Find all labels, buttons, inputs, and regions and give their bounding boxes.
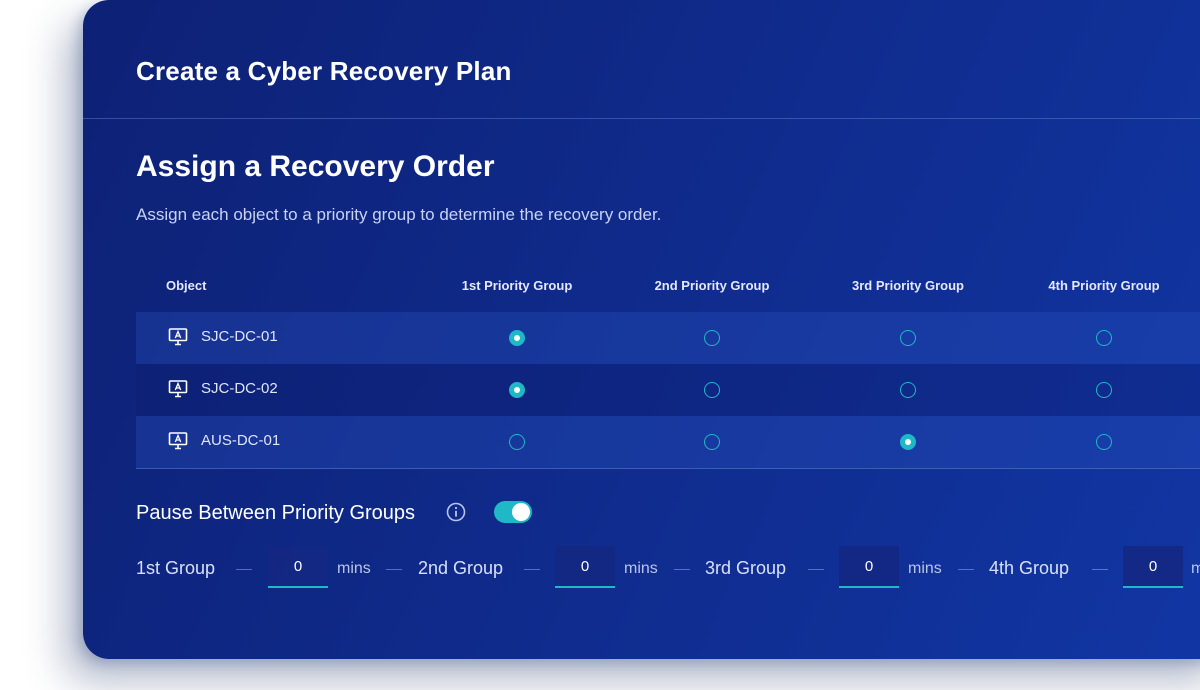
priority-radio-4[interactable]	[1096, 330, 1112, 346]
recovery-plan-card: Create a Cyber Recovery Plan Assign a Re…	[83, 0, 1200, 659]
divider-dash	[524, 569, 540, 570]
monitor-icon	[168, 432, 188, 450]
divider-dash	[674, 569, 690, 570]
toggle-knob	[512, 503, 530, 521]
header-priority-4: 4th Priority Group	[1048, 278, 1160, 293]
object-name: SJC-DC-02	[201, 380, 278, 397]
header-divider	[83, 118, 1200, 119]
monitor-icon	[168, 380, 188, 398]
priority-radio-3[interactable]	[900, 382, 916, 398]
priority-radio-2[interactable]	[704, 434, 720, 450]
table-row: SJC-DC-02	[136, 364, 1200, 416]
group-label-3: 3rd Group	[705, 558, 787, 578]
monitor-icon	[168, 328, 188, 346]
object-name: SJC-DC-01	[201, 328, 278, 345]
divider-dash	[236, 569, 252, 570]
priority-radio-3[interactable]	[900, 434, 916, 450]
table-row: SJC-DC-01	[136, 312, 1200, 364]
unit-label: mins	[337, 560, 371, 577]
group-1-pause-input[interactable]: 0	[268, 546, 328, 588]
header-priority-2: 2nd Priority Group	[654, 278, 770, 293]
header-priority-3: 3rd Priority Group	[852, 278, 964, 293]
header-priority-1: 1st Priority Group	[461, 278, 573, 293]
group-pause-inputs: 1st Group 0 mins 2nd Group 0 mins 3rd Gr…	[136, 546, 1200, 590]
header-object: Object	[166, 278, 207, 293]
divider-dash	[958, 569, 974, 570]
info-icon[interactable]	[446, 502, 466, 522]
priority-radio-1[interactable]	[509, 434, 525, 450]
group-4-pause-input[interactable]: 0	[1123, 546, 1183, 588]
unit-label: mins	[624, 560, 658, 577]
priority-radio-2[interactable]	[704, 382, 720, 398]
group-label-4: 4th Group	[989, 558, 1070, 578]
recovery-order-table: Object 1st Priority Group 2nd Priority G…	[136, 268, 1200, 469]
priority-radio-2[interactable]	[704, 330, 720, 346]
priority-radio-4[interactable]	[1096, 434, 1112, 450]
priority-radio-3[interactable]	[900, 330, 916, 346]
unit-label: mins	[908, 560, 942, 577]
group-2-pause-input[interactable]: 0	[555, 546, 615, 588]
unit-label: m	[1191, 560, 1200, 577]
group-label-1: 1st Group	[136, 558, 216, 578]
table-row: AUS-DC-01	[136, 416, 1200, 469]
section-title: Assign a Recovery Order	[136, 150, 495, 183]
card-title: Create a Cyber Recovery Plan	[136, 56, 512, 86]
group-label-2: 2nd Group	[418, 558, 504, 578]
section-subtitle: Assign each object to a priority group t…	[136, 205, 662, 224]
divider-dash	[1092, 569, 1108, 570]
pause-toggle[interactable]	[494, 501, 532, 523]
priority-radio-1[interactable]	[509, 382, 525, 398]
divider-dash	[386, 569, 402, 570]
priority-radio-1[interactable]	[509, 330, 525, 346]
object-name: AUS-DC-01	[201, 432, 281, 449]
priority-radio-4[interactable]	[1096, 382, 1112, 398]
table-header: Object 1st Priority Group 2nd Priority G…	[136, 268, 1200, 312]
divider-dash	[808, 569, 824, 570]
pause-label: Pause Between Priority Groups	[136, 502, 416, 524]
group-3-pause-input[interactable]: 0	[839, 546, 899, 588]
